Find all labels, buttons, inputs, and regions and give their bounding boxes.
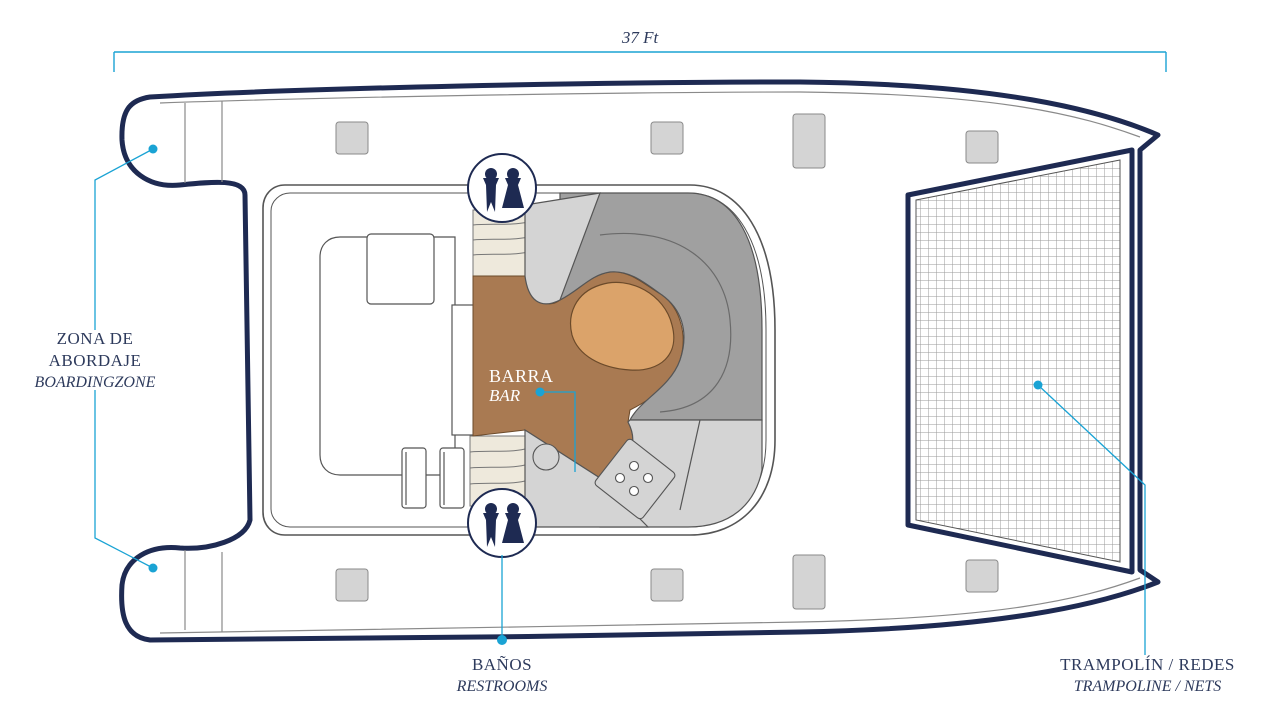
boarding-zone-label: ZONA DE ABORDAJE BOARDINGZONE — [20, 328, 170, 394]
hull-inner-line — [159, 91, 1141, 634]
callout-dots — [148, 144, 1043, 645]
boarding-es-line1: ZONA DE — [56, 329, 134, 348]
boarding-en: BOARDINGZONE — [34, 374, 156, 391]
cockpit-furniture — [319, 233, 479, 509]
trampoline-es: TRAMPOLÍN / REDES — [1060, 655, 1235, 674]
trampoline-net — [905, 147, 1135, 575]
callout-lines — [94, 148, 1146, 655]
bar-label: BARRA BAR — [489, 366, 554, 406]
restroom-icon — [467, 488, 537, 558]
restrooms-es: BAÑOS — [471, 655, 533, 674]
dimension-line — [113, 51, 1167, 72]
bar-es: BARRA — [489, 366, 554, 386]
bar-table — [570, 281, 675, 371]
trampoline-label: TRAMPOLÍN / REDES TRAMPOLINE / NETS — [1040, 654, 1255, 698]
restrooms-en: RESTROOMS — [456, 678, 548, 695]
restrooms-label: BAÑOS RESTROOMS — [432, 654, 572, 698]
bar-en: BAR — [489, 386, 521, 405]
galley — [532, 438, 676, 520]
deck-hatches — [335, 113, 999, 610]
boarding-es-line2: ABORDAJE — [48, 351, 142, 370]
trampoline-en: TRAMPOLINE / NETS — [1073, 678, 1222, 695]
restroom-icon — [467, 153, 537, 223]
length-dimension-label: 37 Ft — [621, 28, 659, 47]
hull-stern-lines — [184, 101, 223, 632]
